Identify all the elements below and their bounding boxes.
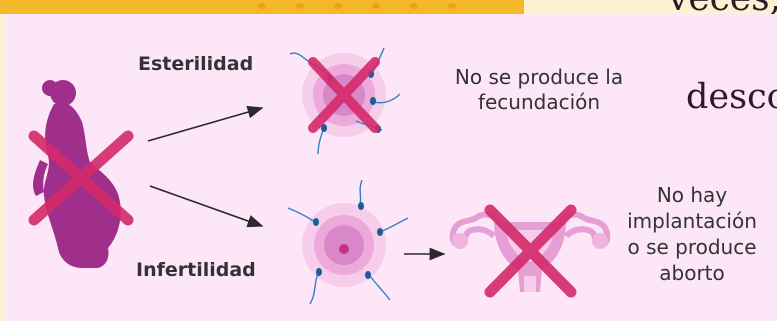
no-implantation-caption: No hay implantación o se produce aborto bbox=[627, 183, 757, 285]
cross-icon bbox=[28, 130, 134, 226]
cross-icon bbox=[308, 57, 380, 133]
infographic-panel bbox=[6, 14, 777, 321]
top-banner-strip bbox=[0, 0, 524, 14]
background-text-middle: desco bbox=[686, 77, 777, 117]
arrow-icon bbox=[147, 105, 264, 142]
cross-icon bbox=[484, 204, 577, 298]
sterility-label: Esterilidad bbox=[138, 53, 254, 75]
arrow-icon bbox=[149, 185, 264, 228]
infertility-label: Infertilidad bbox=[136, 259, 256, 281]
egg-cell-icon bbox=[302, 203, 386, 287]
no-fertilization-caption: No se produce la fecundación bbox=[454, 65, 624, 114]
